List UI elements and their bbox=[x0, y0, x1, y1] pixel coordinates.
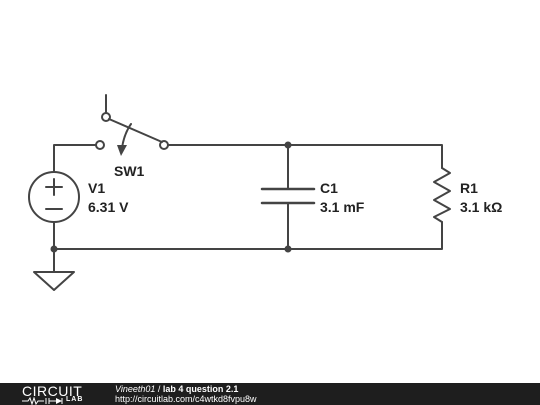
r1-value-label: 3.1 kΩ bbox=[460, 199, 502, 215]
capacitor-c1[interactable] bbox=[260, 187, 316, 205]
wire-top-to-resistor bbox=[287, 144, 443, 169]
circuitlab-logo[interactable]: CIRCUIT LAB bbox=[22, 383, 94, 405]
wire-bottom-rail bbox=[53, 221, 443, 250]
switch-blade bbox=[108, 118, 163, 143]
logo-sub-text: LAB bbox=[66, 396, 84, 403]
wire-v1-to-switch bbox=[53, 144, 97, 173]
logo-main-text: CIRCUIT bbox=[22, 383, 83, 399]
c1-value-label: 3.1 mF bbox=[320, 199, 365, 215]
meta-separator: / bbox=[155, 384, 163, 394]
wires bbox=[53, 144, 443, 273]
junction-dot-top bbox=[284, 141, 292, 149]
circuit-url[interactable]: http://circuitlab.com/c4wtkd8fvpu8w bbox=[115, 394, 257, 404]
circuit-title[interactable]: lab 4 question 2.1 bbox=[162, 384, 239, 394]
switch-terminal-left bbox=[95, 140, 105, 150]
switch-arrow-head bbox=[117, 145, 127, 156]
v1-name-label: V1 bbox=[88, 180, 105, 196]
logo-waveform-icon bbox=[22, 397, 63, 405]
voltage-source-v1[interactable] bbox=[28, 171, 80, 223]
voltage-source-body bbox=[28, 171, 80, 223]
switch-terminal-right bbox=[159, 140, 169, 150]
junction-dot-bottom-cap bbox=[284, 245, 292, 253]
v1-value-label: 6.31 V bbox=[88, 199, 129, 215]
ground-symbol bbox=[33, 271, 75, 291]
switch-sw1[interactable] bbox=[95, 94, 169, 156]
r1-name-label: R1 bbox=[460, 180, 478, 196]
resistor-zigzag bbox=[433, 167, 451, 223]
junction-dot-bottom-left bbox=[50, 245, 58, 253]
resistor-r1[interactable] bbox=[433, 167, 451, 223]
footer-bar: CIRCUIT LAB Vineeth01 / lab 4 question 2… bbox=[0, 383, 540, 405]
circuit-schematic: V1 6.31 V SW1 C1 3.1 mF R1 3.1 kΩ bbox=[28, 94, 502, 291]
circuit-meta: Vineeth01 / lab 4 question 2.1 http://ci… bbox=[115, 384, 257, 404]
c1-name-label: C1 bbox=[320, 180, 338, 196]
sw1-name-label: SW1 bbox=[114, 163, 145, 179]
author-link[interactable]: Vineeth01 bbox=[115, 384, 156, 394]
